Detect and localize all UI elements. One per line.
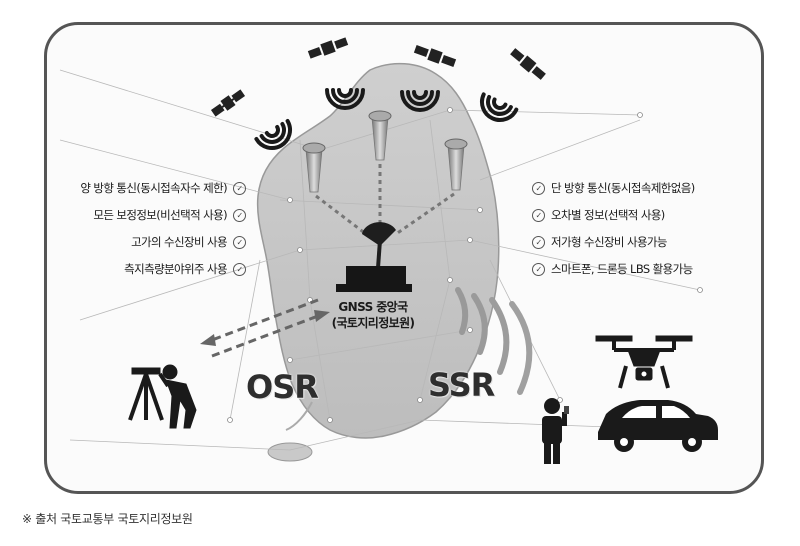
center-label-line1: GNSS 중앙국 bbox=[338, 300, 408, 314]
feature-text: 오차별 정보(선택적 사용) bbox=[551, 208, 665, 222]
osr-label: OSR bbox=[246, 368, 319, 406]
drone-icon bbox=[595, 335, 693, 389]
surveyor-icon bbox=[128, 364, 197, 429]
feature-text: 고가의 수신장비 사용 bbox=[131, 235, 228, 249]
feature-text: 모든 보정정보(비선택적 사용) bbox=[93, 208, 227, 222]
satellite-icon bbox=[210, 89, 246, 117]
feature-text: 저가형 수신장비 사용가능 bbox=[551, 235, 667, 249]
osr-feature-item: 고가의 수신장비 사용 ✓ bbox=[36, 234, 246, 250]
osr-bidirectional-arrows bbox=[211, 298, 319, 358]
ssr-feature-item: ✓ 오차별 정보(선택적 사용) bbox=[532, 207, 665, 223]
arrow-head-icon bbox=[200, 334, 216, 346]
feature-text: 스마트폰, 드론등 LBS 활용가능 bbox=[551, 262, 693, 276]
smartphone-user-icon bbox=[542, 398, 569, 464]
satellite-icon bbox=[413, 45, 457, 67]
gnss-central-station-label: GNSS 중앙국 (국토지리정보원) bbox=[308, 299, 438, 331]
check-circle-icon: ✓ bbox=[233, 208, 246, 222]
check-circle-icon: ✓ bbox=[532, 262, 545, 276]
arrow-head-icon bbox=[314, 310, 330, 322]
reference-station-icon bbox=[302, 142, 326, 193]
check-circle-icon: ✓ bbox=[233, 262, 246, 276]
feature-text: 양 방향 통신(동시접속자수 제한) bbox=[80, 181, 227, 195]
osr-feature-item: 양 방향 통신(동시접속자수 제한) ✓ bbox=[36, 180, 246, 196]
feature-text: 측지측량분야위주 사용 bbox=[124, 262, 227, 276]
feature-text: 단 방향 통신(동시접속제한없음) bbox=[551, 181, 695, 195]
satellite-icon bbox=[510, 48, 546, 80]
ssr-feature-item: ✓ 스마트폰, 드론등 LBS 활용가능 bbox=[532, 261, 693, 277]
ssr-feature-item: ✓ 단 방향 통신(동시접속제한없음) bbox=[532, 180, 695, 196]
satellite-signal-icon bbox=[254, 88, 519, 150]
check-circle-icon: ✓ bbox=[532, 181, 545, 195]
car-icon bbox=[598, 400, 718, 452]
center-label-line2: (국토지리정보원) bbox=[331, 316, 415, 330]
reference-station-icon bbox=[444, 138, 468, 191]
check-circle-icon: ✓ bbox=[233, 235, 246, 249]
ssr-feature-item: ✓ 저가형 수신장비 사용가능 bbox=[532, 234, 667, 250]
ssr-label: SSR bbox=[428, 366, 495, 404]
reference-station-icon bbox=[368, 110, 392, 161]
osr-feature-item: 측지측량분야위주 사용 ✓ bbox=[36, 261, 246, 277]
satellite-icon bbox=[307, 37, 349, 59]
osr-feature-item: 모든 보정정보(비선택적 사용) ✓ bbox=[36, 207, 246, 223]
check-circle-icon: ✓ bbox=[233, 181, 246, 195]
check-circle-icon: ✓ bbox=[532, 235, 545, 249]
ssr-broadcast-waves bbox=[455, 287, 533, 395]
data-link-lines bbox=[315, 164, 455, 236]
gnss-central-station-icon bbox=[336, 222, 412, 292]
check-circle-icon: ✓ bbox=[532, 208, 545, 222]
source-footnote: ※ 출처 국토교통부 국토지리정보원 bbox=[22, 512, 193, 526]
